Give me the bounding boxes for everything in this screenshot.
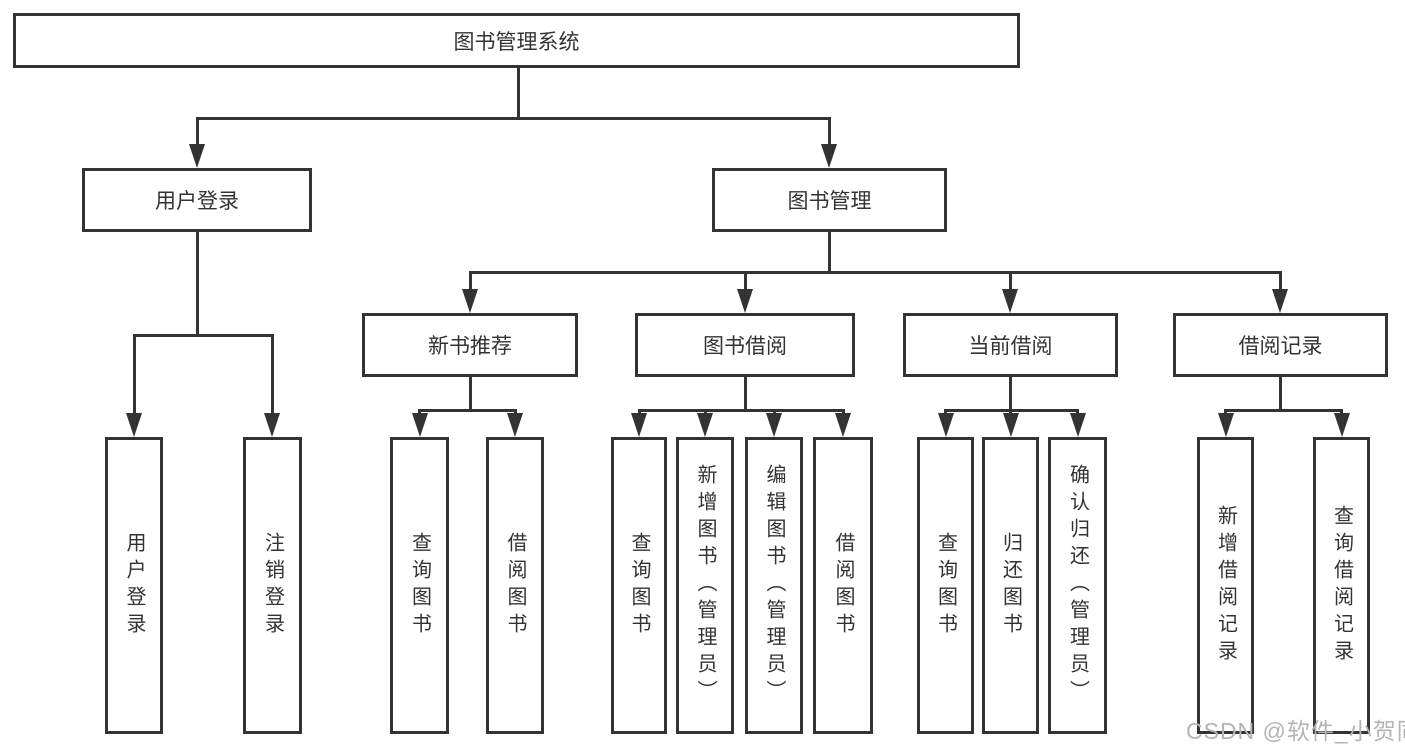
leaf-user-login: 用户登录 [105, 437, 163, 734]
watermark-csdn: CSDN @软件_小贺同学 [1186, 718, 1405, 744]
connector-arrowhead-down [766, 413, 782, 437]
leaf-label: 编辑图书（管理员） [763, 464, 785, 707]
leaf-label: 注销登录 [261, 531, 284, 640]
connector-line [517, 68, 520, 118]
connector-arrowhead-down [835, 413, 851, 437]
connector-line [270, 334, 274, 416]
connector-arrowhead-down [1069, 413, 1086, 437]
leaf-label: 借阅图书 [832, 531, 854, 640]
connector-arrowhead-down [411, 413, 428, 437]
connector-arrowhead-down [264, 413, 280, 437]
leaf-label: 查询图书 [408, 531, 431, 640]
leaf-label: 查询图书 [934, 531, 957, 640]
connector-line [703, 409, 707, 416]
node-library-management-system: 图书管理系统 [13, 13, 1020, 68]
connector-line [1224, 408, 1343, 412]
connector-line [1278, 271, 1282, 293]
connector-arrowhead-down [1002, 413, 1019, 437]
connector-line [637, 409, 641, 416]
connector-line [743, 377, 747, 411]
connector-line [195, 116, 831, 120]
connector-line [195, 232, 199, 335]
leaf-query-books-borrowing: 查询图书 [611, 437, 667, 734]
connector-line [1008, 377, 1012, 411]
connector-line [743, 271, 747, 293]
node-label: 当前借阅 [968, 335, 1053, 358]
connector-arrowhead-down [1002, 289, 1018, 313]
leaf-label: 用户登录 [123, 531, 145, 640]
leaf-query-books-recommendation: 查询图书 [390, 437, 449, 734]
node-new-book-recommendation: 新书推荐 [362, 313, 578, 377]
connector-line [132, 334, 136, 416]
leaf-query-books-current: 查询图书 [917, 437, 974, 734]
leaf-confirm-return-admin: 确认归还（管理员） [1048, 437, 1107, 734]
connector-line [772, 409, 776, 416]
connector-arrowhead-down [821, 144, 837, 168]
connector-line [1224, 409, 1227, 416]
leaf-label: 查询图书 [628, 531, 650, 640]
connector-arrowhead-down [697, 413, 713, 437]
node-label: 用户登录 [155, 190, 239, 213]
leaf-return-books: 归还图书 [982, 437, 1039, 734]
connector-line [418, 409, 421, 416]
connector-line [468, 271, 1282, 274]
connector-line [1278, 377, 1282, 411]
node-label: 图书管理 [787, 190, 872, 213]
node-user-login-branch: 用户登录 [82, 168, 312, 232]
leaf-add-books-admin: 新增图书（管理员） [676, 437, 734, 734]
connector-arrowhead-down [631, 413, 647, 437]
leaf-edit-books-admin: 编辑图书（管理员） [745, 437, 803, 734]
node-borrowing-records: 借阅记录 [1173, 313, 1388, 377]
connector-line [944, 409, 947, 416]
leaf-query-borrow-record: 查询借阅记录 [1313, 437, 1370, 734]
node-current-borrowing: 当前借阅 [903, 313, 1118, 377]
connector-arrowhead-down [937, 413, 954, 437]
leaf-add-borrow-record: 新增借阅记录 [1197, 437, 1254, 734]
node-label: 借阅记录 [1238, 335, 1323, 358]
connector-line [468, 377, 472, 411]
leaf-label: 借阅图书 [504, 531, 526, 640]
connector-arrowhead-down [737, 289, 753, 313]
leaf-label: 查询借阅记录 [1330, 504, 1353, 667]
connector-arrowhead-down [126, 413, 142, 437]
node-book-borrowing: 图书借阅 [635, 313, 855, 377]
connector-arrowhead-down [1333, 413, 1350, 437]
connector-line [513, 409, 517, 416]
connector-line [1008, 271, 1012, 293]
connector-line [468, 271, 472, 293]
connector-line [1009, 409, 1012, 416]
connector-line [1340, 409, 1343, 416]
leaf-label: 确认归还（管理员） [1066, 464, 1089, 707]
leaf-borrow-books-recommendation: 借阅图书 [486, 437, 544, 734]
connector-line [637, 408, 845, 412]
connector-arrowhead-down [189, 144, 205, 168]
connector-line [841, 409, 845, 416]
connector-arrowhead-down [1272, 289, 1288, 313]
connector-line [195, 117, 199, 147]
node-label: 图书管理系统 [453, 30, 580, 54]
node-book-management-branch: 图书管理 [712, 168, 947, 232]
connector-line [418, 408, 517, 412]
leaf-label: 归还图书 [999, 531, 1022, 640]
connector-line [827, 232, 831, 274]
connector-arrowhead-down [1217, 413, 1234, 437]
connector-line [1076, 409, 1079, 416]
leaf-logout: 注销登录 [243, 437, 302, 734]
connector-arrowhead-down [462, 289, 478, 313]
node-label: 新书推荐 [428, 335, 512, 358]
leaf-borrow-books: 借阅图书 [813, 437, 873, 734]
leaf-label: 新增借阅记录 [1214, 504, 1237, 667]
leaf-label: 新增图书（管理员） [694, 464, 716, 707]
connector-line [827, 117, 831, 147]
connector-line [132, 333, 274, 337]
node-label: 图书借阅 [703, 335, 787, 358]
connector-arrowhead-down [507, 413, 523, 437]
